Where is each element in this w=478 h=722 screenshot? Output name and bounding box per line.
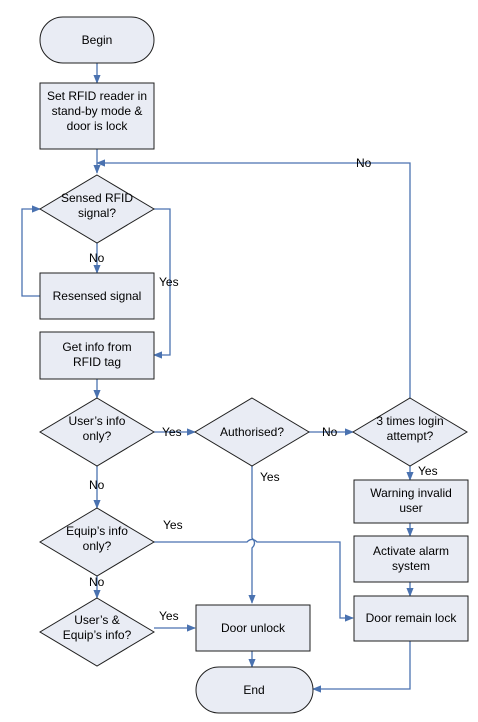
node-label-line: 3 times login — [376, 414, 443, 428]
edge-label-three-yes: Yes — [418, 464, 438, 478]
node-door-unlock: Door unlock — [195, 604, 311, 652]
node-label-line: stand-by mode & — [52, 104, 143, 118]
edge-resensed-loop-back — [21, 205, 41, 297]
node-label-line: system — [392, 559, 430, 573]
svg-text:Door unlock: Door unlock — [221, 621, 286, 635]
node-label-line: Begin — [82, 33, 113, 47]
node-label-line: only? — [83, 539, 112, 553]
svg-text:Begin: Begin — [82, 33, 113, 47]
edge-label-users-yes: Yes — [162, 425, 182, 439]
node-label-line: only? — [83, 429, 112, 443]
node-label-line: Equip’s info — [66, 524, 128, 538]
node-label-line: user — [399, 501, 422, 515]
node-label-line: Equip’s info? — [63, 628, 132, 642]
node-resensed-signal: Resensed signal — [39, 272, 155, 320]
node-label-line: Resensed signal — [53, 289, 142, 303]
svg-text:Authorised?: Authorised? — [220, 425, 284, 439]
node-label-line: Door unlock — [221, 621, 286, 635]
edge-label-sensed-no: No — [89, 251, 105, 265]
node-label-line: Authorised? — [220, 425, 284, 439]
node-label-line: User’s info — [69, 414, 126, 428]
edge-equips-yes-to-door-remain — [154, 538, 354, 622]
node-label-line: Get info from — [62, 340, 131, 354]
node-label-line: Warning invalid — [370, 486, 452, 500]
node-label-line: Set RFID reader in — [47, 89, 147, 103]
node-authorised: Authorised? — [194, 397, 310, 467]
node-label-line: End — [243, 683, 264, 697]
svg-text:Door remain lock: Door remain lock — [366, 611, 458, 625]
edge-label-sensed-yes: Yes — [159, 275, 179, 289]
edge-sensed-yes-to-get-info — [153, 208, 171, 359]
edge-authorised-yes-to-door-unlock — [248, 466, 256, 604]
node-begin: Begin — [39, 16, 155, 64]
edge-door-remain-to-end — [312, 641, 411, 693]
edge-three-no-loop-to-top — [96, 159, 411, 398]
edge-label-no-top: No — [356, 156, 372, 170]
node-label-line: door is lock — [67, 119, 129, 133]
edge-label-auth-no: No — [322, 425, 338, 439]
node-label-line: Activate alarm — [373, 544, 449, 558]
svg-text:User’s &Equip’s info?: User’s &Equip’s info? — [63, 613, 132, 642]
node-label-line: attempt? — [387, 429, 434, 443]
edge-label-equips-yes: Yes — [163, 518, 183, 532]
node-label-line: Door remain lock — [366, 611, 458, 625]
node-users-and-equips-info: User’s &Equip’s info? — [39, 597, 155, 667]
node-label-line: Sensed RFID — [61, 191, 133, 205]
svg-text:End: End — [243, 683, 264, 697]
edge-label-equips-no: No — [89, 575, 105, 589]
svg-text:Resensed signal: Resensed signal — [53, 289, 142, 303]
node-door-remain-lock: Door remain lock — [353, 595, 469, 642]
edge-label-users-no: No — [89, 478, 105, 492]
node-end: End — [195, 666, 314, 714]
node-label-line: signal? — [78, 206, 116, 220]
edge-label-user-equips-yes: Yes — [159, 609, 179, 623]
node-label-line: User’s & — [74, 613, 120, 627]
node-label-line: RFID tag — [73, 355, 121, 369]
edge-label-auth-yes: Yes — [260, 470, 280, 484]
